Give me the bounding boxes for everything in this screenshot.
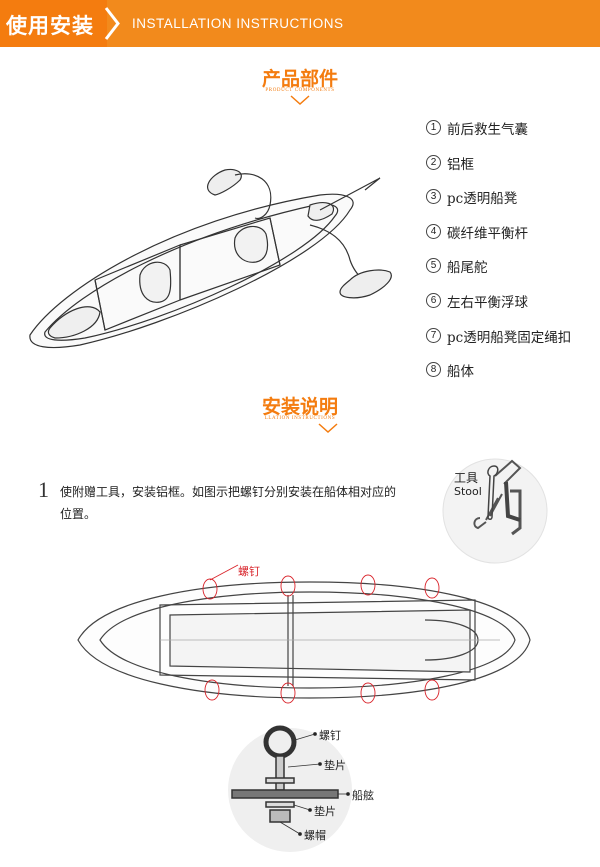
components-subtitle: PRODUCT COMPONENTS (265, 88, 335, 93)
step-text: 使附赠工具，安装铝框。如图示把螺钉分别安装在船体相对应的位置。 (60, 485, 397, 521)
detail-label-washer-bottom: 垫片 (314, 805, 336, 818)
wrench-icon (487, 465, 499, 520)
step-number: 1 (38, 477, 49, 502)
chevron-down-icon (290, 95, 310, 106)
chevron-down-icon (318, 423, 338, 434)
install-subtitle: LLATION INSTRUCTIONS (264, 416, 336, 421)
detail-label-screw: 螺钉 (319, 729, 341, 742)
banner-title-en: INSTALLATION INSTRUCTIONS (132, 16, 344, 31)
tools-label-en: Stool (454, 485, 482, 498)
header-banner: 使用安装 INSTALLATION INSTRUCTIONS (0, 0, 600, 47)
tools-label-cn: 工具 (454, 471, 479, 485)
hull-top-diagram (77, 564, 531, 704)
kayak-perspective-drawing (29, 168, 392, 349)
screw-callout: 螺钉 (238, 565, 260, 578)
banner-title-cn: 使用安装 (6, 14, 94, 38)
detail-label-hull: 船舷 (352, 789, 374, 802)
fastener-detail-diagram (228, 725, 352, 852)
chevron-right-icon (104, 7, 120, 40)
components-title: 产品部件 (261, 68, 338, 90)
detail-label-washer-top: 垫片 (324, 759, 346, 772)
allen-key-icon (504, 481, 521, 522)
banner-tab (0, 0, 107, 47)
detail-label-nut: 螺帽 (304, 829, 326, 842)
install-title: 安装说明 (261, 396, 338, 418)
